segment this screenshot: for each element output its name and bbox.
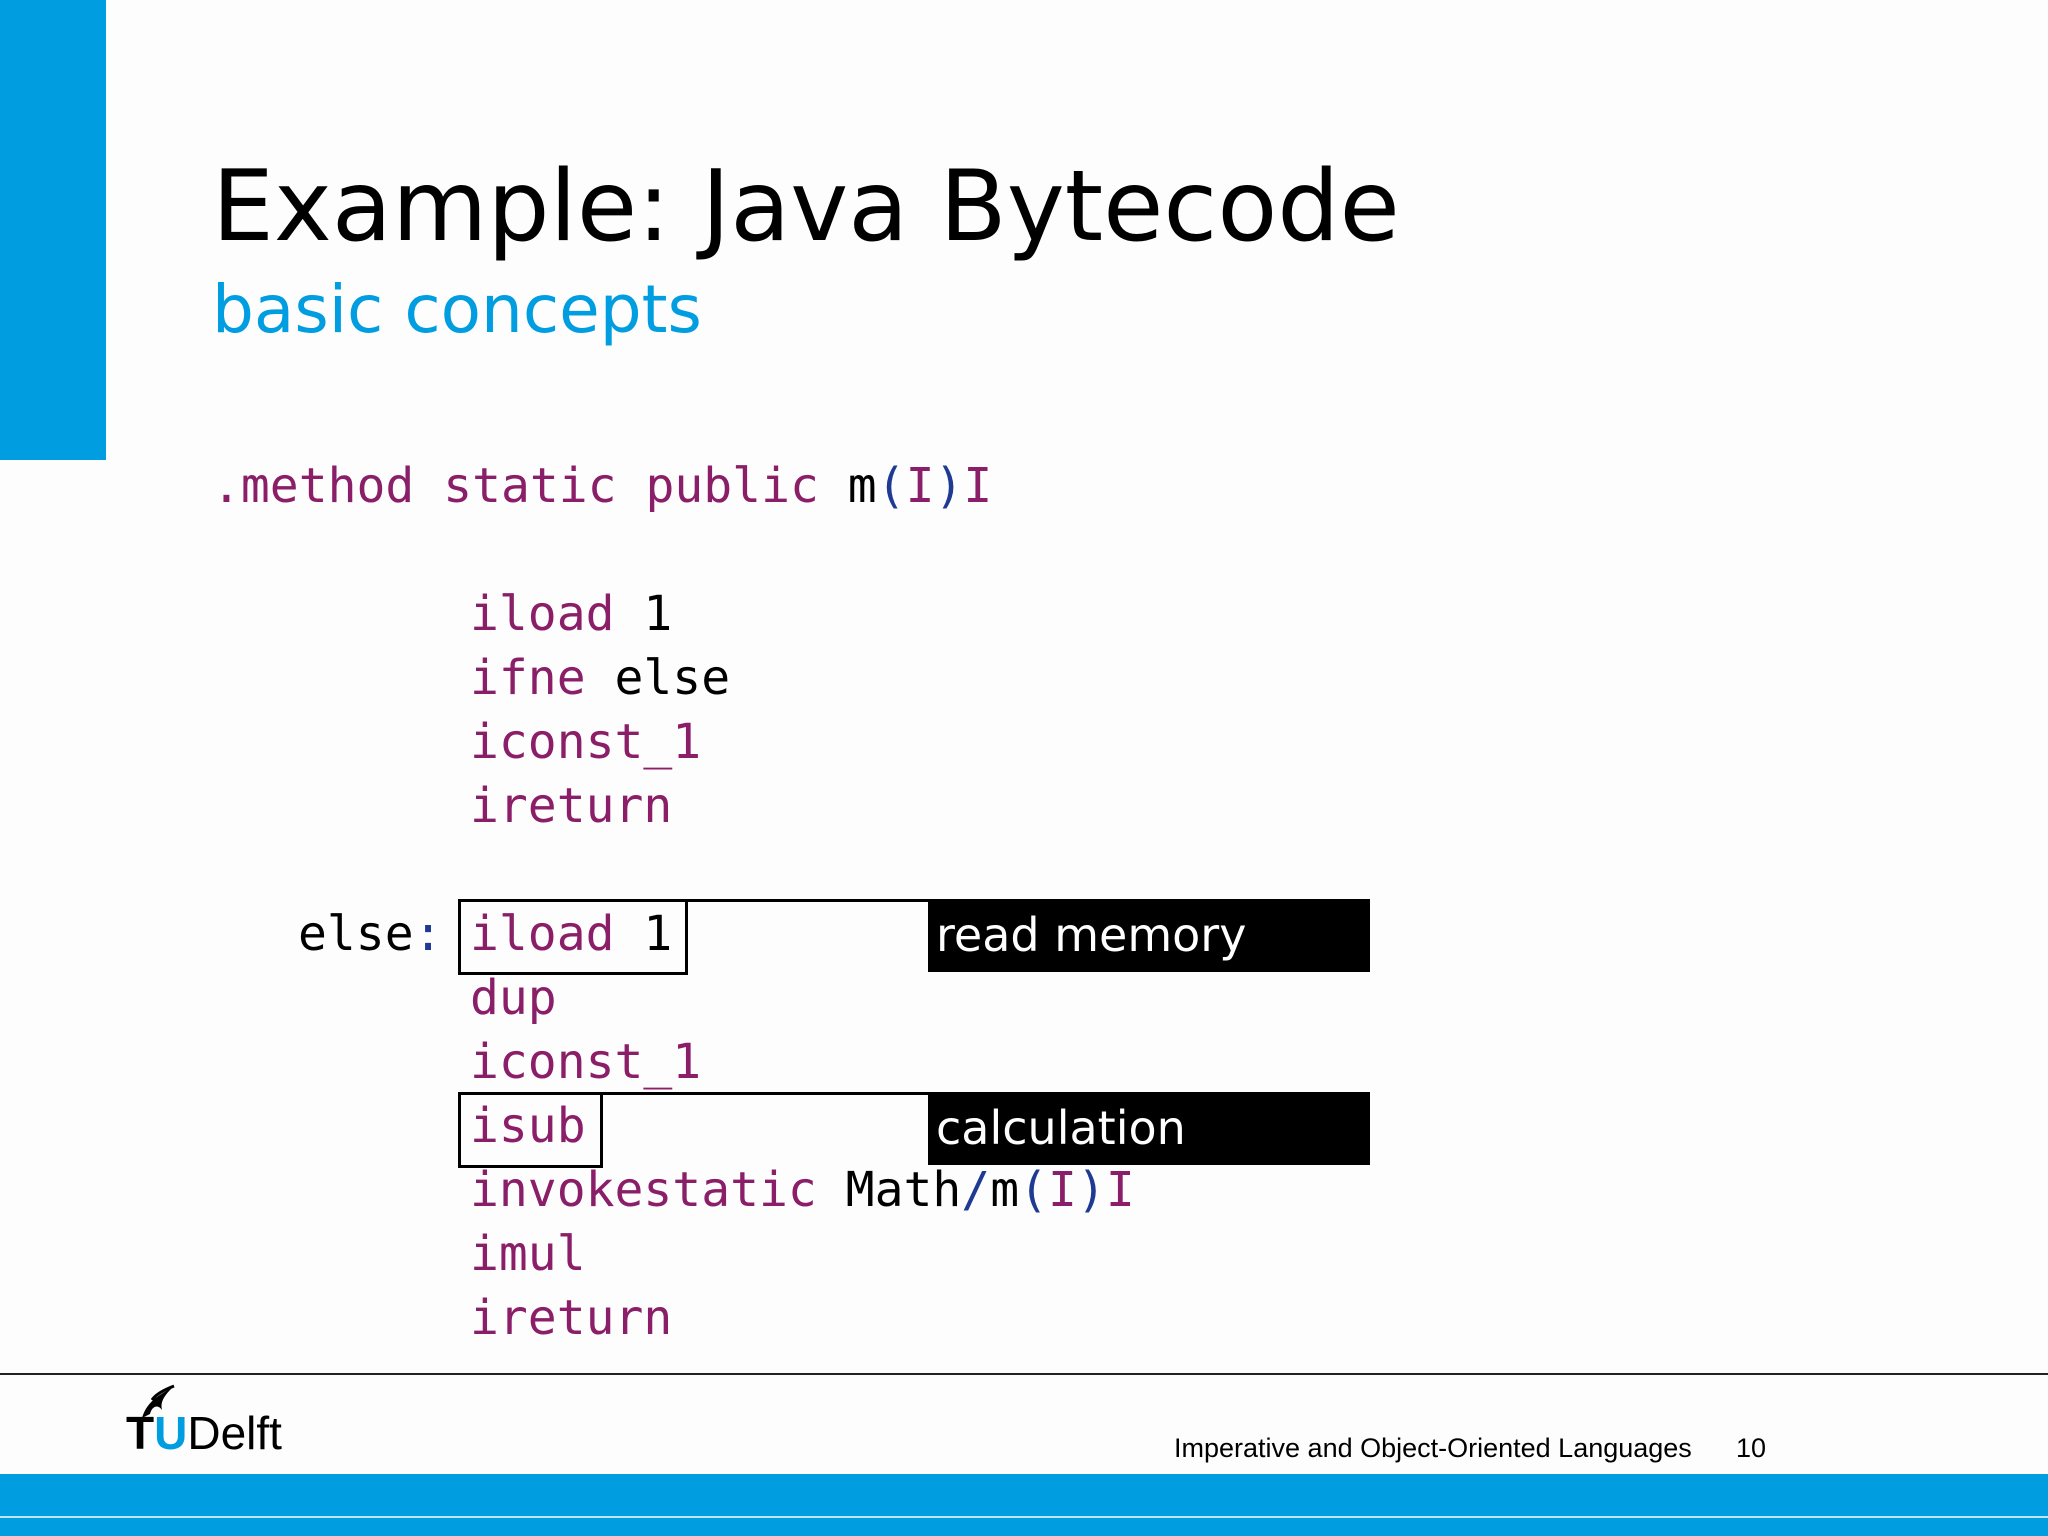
paren-open: ( — [1019, 1162, 1048, 1218]
return-type: I — [1105, 1162, 1135, 1218]
code-line: iload 1 — [470, 910, 672, 958]
method-ref: m — [990, 1162, 1020, 1218]
opcode: ireturn — [470, 1290, 673, 1346]
code-line: invokestatic Math/m(I)I — [470, 1166, 1135, 1214]
code-line: iload 1 — [470, 590, 672, 638]
method-directive: .method static public — [212, 458, 819, 514]
tu-delft-logo: TUDelft — [126, 1410, 282, 1456]
opcode: invokestatic — [470, 1162, 817, 1218]
slide-subtitle: basic concepts — [212, 271, 702, 348]
bottom-accent-bar — [0, 1474, 2048, 1536]
operand: 1 — [614, 586, 673, 642]
annotation-calculation: calculation — [928, 1092, 1370, 1165]
operand: else — [585, 650, 731, 706]
paren-open: ( — [876, 458, 906, 514]
code-line: dup — [470, 974, 557, 1022]
highlight-box-isub — [458, 1092, 603, 1168]
param-type: I — [905, 458, 935, 514]
paren-close: ) — [934, 458, 964, 514]
opcode: iconst_1 — [470, 714, 702, 770]
else-label: else: — [298, 910, 443, 958]
logo-word-delft: Delft — [187, 1407, 282, 1459]
page-number: 10 — [1736, 1433, 1767, 1463]
opcode: iconst_1 — [470, 1034, 702, 1090]
annotation-read-memory: read memory — [928, 899, 1370, 972]
opcode: isub — [470, 1098, 586, 1154]
flame-icon — [142, 1384, 175, 1418]
highlight-box-iload — [458, 899, 688, 975]
logo-letter-u: U — [154, 1407, 188, 1459]
method-header: .method static public m(I)I — [212, 462, 992, 510]
logo-letter-t: T — [126, 1407, 155, 1459]
label-colon: : — [413, 906, 443, 962]
operand: 1 — [614, 906, 673, 962]
highlight-connector — [688, 899, 928, 902]
label-name: else — [298, 906, 414, 962]
opcode: ireturn — [470, 778, 673, 834]
code-line: ifne else — [470, 654, 730, 702]
footer-rule — [0, 1373, 2048, 1375]
opcode: ifne — [470, 650, 586, 706]
code-line: iconst_1 — [470, 718, 701, 766]
code-line: iconst_1 — [470, 1038, 701, 1086]
param-type: I — [1048, 1162, 1077, 1218]
opcode: imul — [470, 1226, 586, 1282]
return-type: I — [963, 458, 993, 514]
code-line: ireturn — [470, 1294, 672, 1342]
slide-title: Example: Java Bytecode — [212, 150, 1400, 264]
paren-close: ) — [1076, 1162, 1106, 1218]
slash: / — [961, 1162, 991, 1218]
opcode: dup — [470, 970, 557, 1026]
class-name: Math — [816, 1162, 962, 1218]
code-line: ireturn — [470, 782, 672, 830]
code-line: isub — [470, 1102, 586, 1150]
opcode: iload — [470, 906, 615, 962]
method-name: m — [847, 458, 877, 514]
side-accent-bar — [0, 0, 106, 460]
opcode: iload — [470, 586, 615, 642]
highlight-connector — [603, 1092, 928, 1095]
code-line: imul — [470, 1230, 586, 1278]
course-name: Imperative and Object-Oriented Languages — [1174, 1433, 1692, 1463]
bottom-accent-line — [0, 1516, 2048, 1518]
